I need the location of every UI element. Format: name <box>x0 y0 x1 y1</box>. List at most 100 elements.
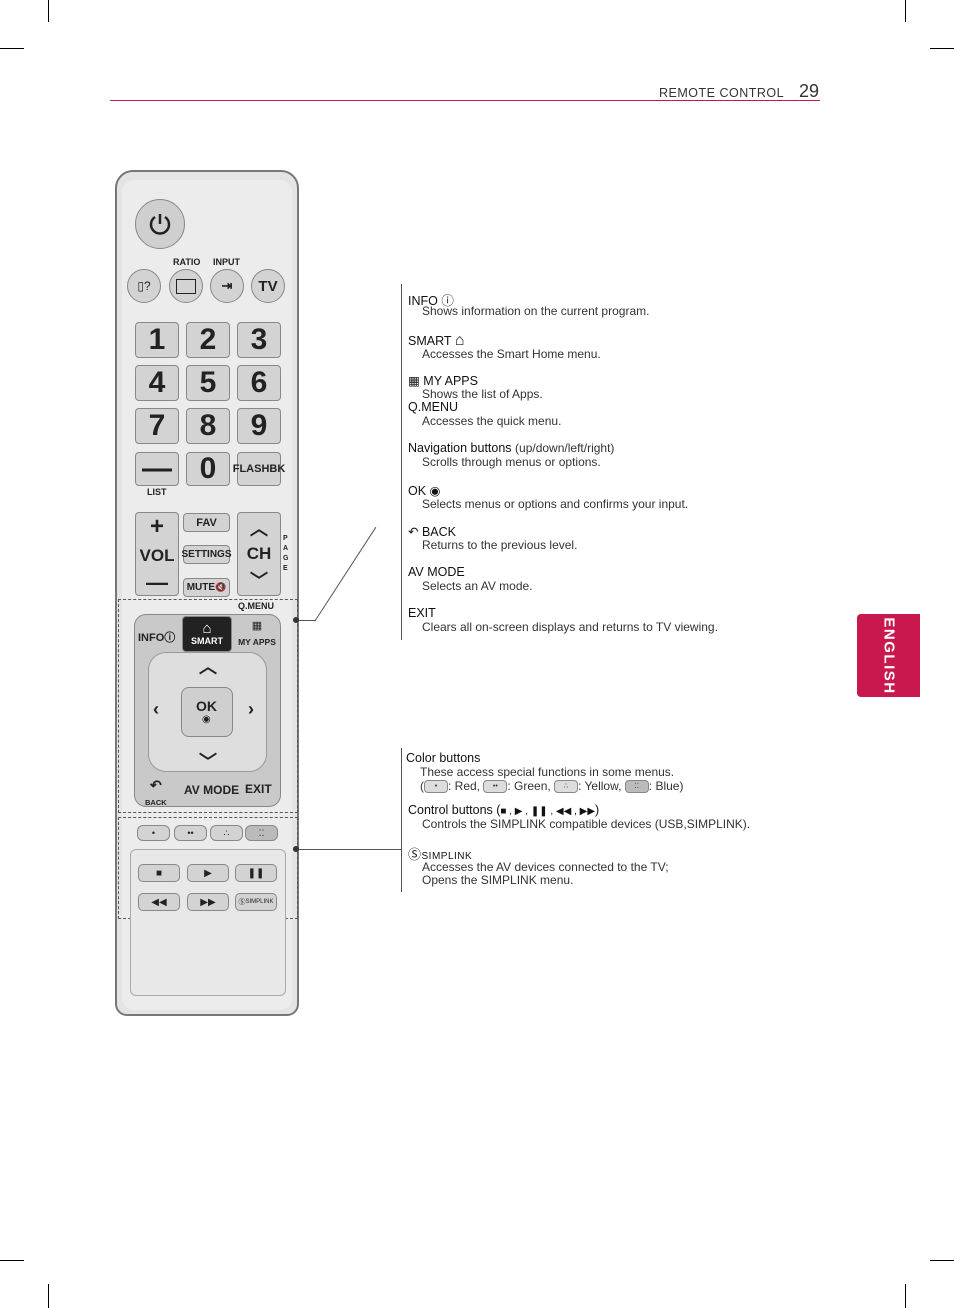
crop-mark <box>48 0 49 22</box>
ch-label: CH <box>246 544 272 563</box>
back-arrow-icon: ↶ <box>408 525 419 539</box>
my-apps-title: ▦ MY APPS <box>408 373 478 388</box>
callout-dot <box>293 617 299 623</box>
my-apps-label: MY APPS <box>238 637 276 647</box>
mute-label: MUTE <box>186 582 216 593</box>
ok-label: OK <box>196 698 217 714</box>
description-bracket <box>401 748 402 892</box>
chevron-down-icon: ﹀ <box>250 571 268 591</box>
back-description: Returns to the previous level. <box>422 538 578 552</box>
number-button-0: 0 <box>186 452 230 486</box>
legend-yellow: : Yellow, <box>578 779 622 793</box>
crop-mark <box>930 1260 954 1261</box>
color-buttons-description: These access special functions in some m… <box>420 765 675 779</box>
home-icon: ⌂ <box>202 620 212 637</box>
chevron-up-icon: ︿ <box>250 519 268 539</box>
input-button: ⇥ <box>210 269 244 303</box>
tv-button: TV <box>251 269 285 303</box>
mute-button: MUTE🔇 <box>183 578 230 597</box>
blue-button: ⁚⁚ <box>245 825 278 841</box>
legend-blue: : Blue) <box>648 779 684 793</box>
info-icon: ⓘ <box>164 632 176 644</box>
back-arrow-icon: ↶ <box>149 777 162 793</box>
ch-rocker: ︿ CH ﹀ <box>237 512 281 596</box>
ratio-label: RATIO <box>173 257 201 267</box>
my-apps-description: Shows the list of Apps. <box>422 387 543 401</box>
exit-description: Clears all on-screen displays and return… <box>422 620 718 634</box>
legend-red: : Red, <box>448 779 481 793</box>
blue-pill-icon: ⁚⁚ <box>624 780 649 794</box>
smart-title-text: SMART <box>408 334 452 348</box>
back-button: ↶ BACK <box>145 778 167 810</box>
ok-description: Selects menus or options and confirms yo… <box>422 497 689 511</box>
red-pill-icon: • <box>424 780 448 794</box>
number-button-7: 7 <box>135 408 179 444</box>
flashbk-button: FLASHBK <box>233 452 285 486</box>
color-buttons-title: Color buttons <box>406 751 481 765</box>
legend-open-paren: ( <box>420 779 424 793</box>
minus-icon: — <box>146 570 168 595</box>
legend-green: : Green, <box>507 779 551 793</box>
number-button-1: 1 <box>135 322 179 358</box>
av-mode-button: AV MODE <box>184 783 240 797</box>
vol-label: VOL <box>139 546 175 565</box>
language-tab <box>857 614 920 697</box>
number-button-2: 2 <box>186 322 230 358</box>
list-label: LIST <box>147 487 167 497</box>
number-button-4: 4 <box>135 365 179 401</box>
rewind-button: ◀◀ <box>138 893 180 911</box>
settings-button: SETTINGS <box>182 545 232 564</box>
smart-button: ⌂ SMART <box>182 616 232 652</box>
qmenu-label: Q.MENU <box>238 601 274 611</box>
simplink-icon: Ⓢ <box>408 847 422 862</box>
control-buttons-description: Controls the SIMPLINK compatible devices… <box>422 817 751 831</box>
yellow-button: ∴ <box>210 825 243 841</box>
header-rule <box>110 100 820 101</box>
plus-icon: + <box>149 513 164 540</box>
tv-label: TV <box>258 277 278 295</box>
play-button: ▶ <box>187 864 229 882</box>
red-button: • <box>137 825 170 841</box>
info-title: INFO ⓘ <box>408 294 454 308</box>
simplink-description-2: Opens the SIMPLINK menu. <box>422 873 574 887</box>
ok-title: OK ◉ <box>408 484 441 498</box>
back-title: ↶ BACK <box>408 524 456 539</box>
smart-title: SMART ⌂ <box>408 332 464 350</box>
fav-button: FAV <box>183 513 230 532</box>
number-button-9: 9 <box>237 408 281 444</box>
back-title-text: BACK <box>421 525 457 539</box>
book-icon: ▯? <box>137 279 151 293</box>
page-number: 29 <box>799 81 820 101</box>
fast-forward-icon: ▶▶ <box>200 896 216 908</box>
apps-grid-icon: ▦ <box>251 620 263 632</box>
control-title-close: ) <box>595 803 600 817</box>
ok-dot-icon: ◉ <box>202 714 211 725</box>
arrow-down-icon: ﹀ <box>199 752 217 772</box>
number-button-3: 3 <box>237 322 281 358</box>
av-mode-title: AV MODE <box>408 565 465 579</box>
ratio-button <box>169 269 203 303</box>
apps-grid-icon: ▦ <box>408 374 420 388</box>
navigation-title-suffix: (up/down/left/right) <box>515 441 615 455</box>
list-button: — <box>135 452 179 486</box>
play-icon: ▶ <box>204 867 212 879</box>
language-tab-label: ENGLISH <box>880 617 898 695</box>
green-button: •• <box>174 825 207 841</box>
callout-dot <box>293 846 299 852</box>
simplink-title-text: SIMPLINK <box>421 851 473 862</box>
arrow-right-icon: › <box>248 699 254 719</box>
stop-button: ■ <box>138 864 180 882</box>
smart-label: SMART <box>191 636 223 646</box>
input-icon: ⇥ <box>221 278 233 293</box>
arrow-left-icon: ‹ <box>153 699 159 719</box>
smart-description: Accesses the Smart Home menu. <box>422 347 601 361</box>
leader-line-navigation-stub <box>296 620 316 621</box>
input-label: INPUT <box>213 257 240 267</box>
number-button-6: 6 <box>237 365 281 401</box>
crop-mark <box>48 1284 49 1308</box>
crop-mark <box>0 48 24 49</box>
yellow-pill-icon: ∴ <box>554 780 579 794</box>
control-title-text: Control buttons ( <box>408 803 501 817</box>
info-label: INFO <box>138 632 165 644</box>
